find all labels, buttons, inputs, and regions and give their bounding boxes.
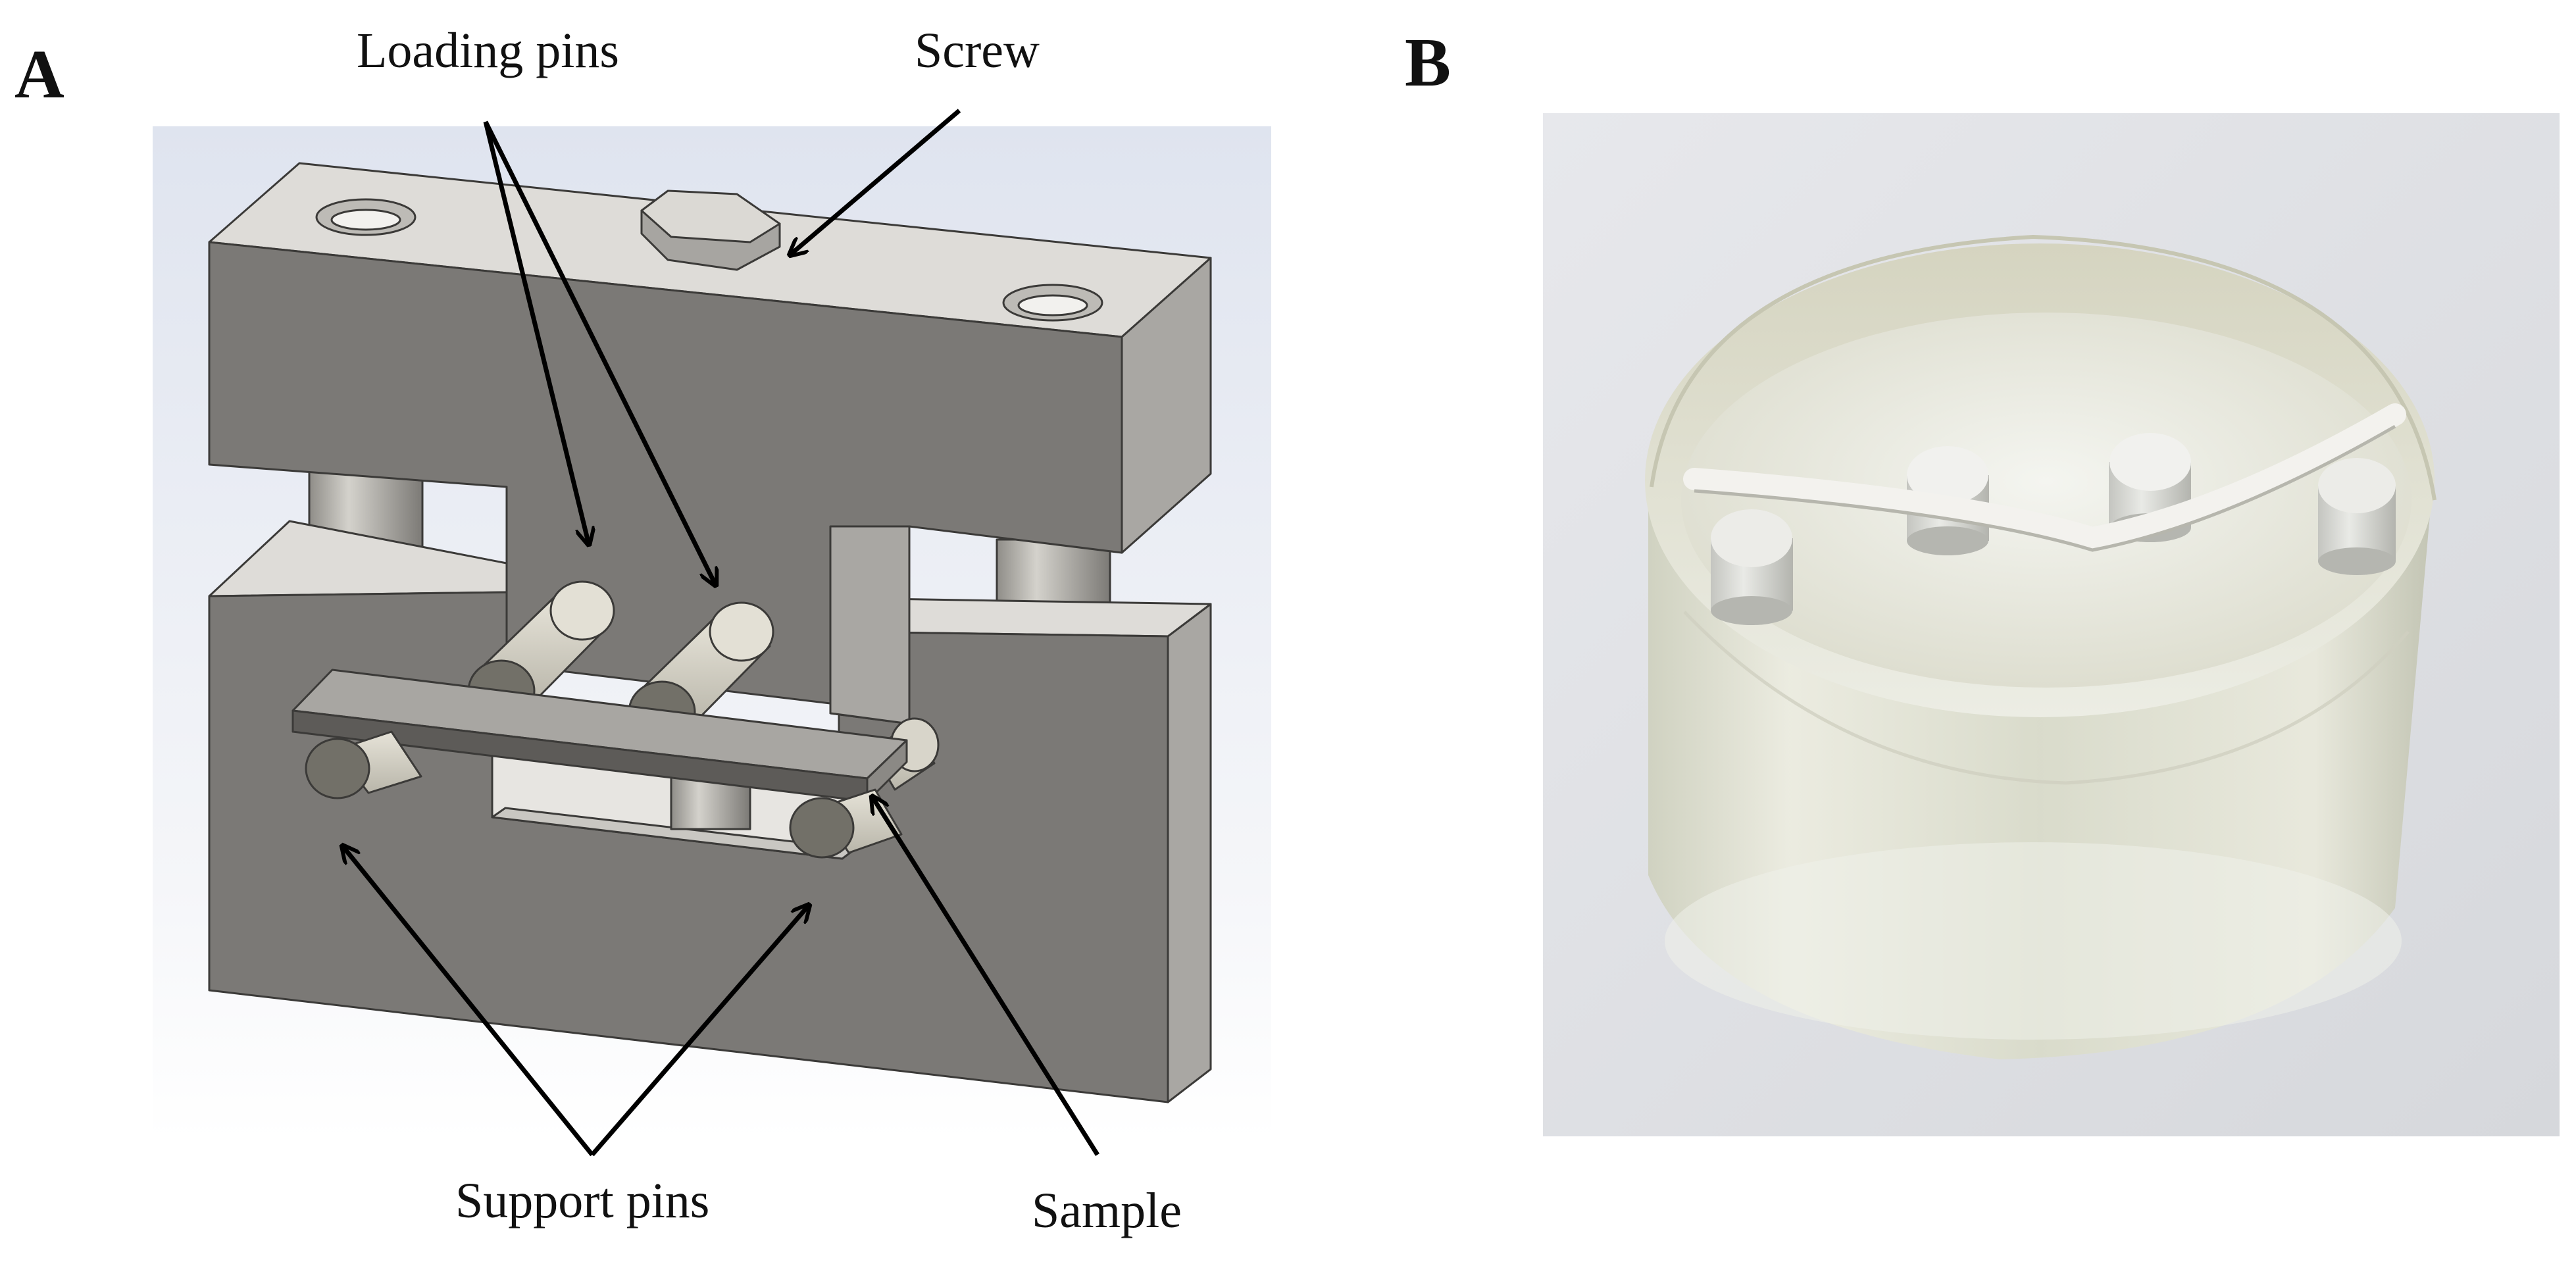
embedded-pin-1-top	[1711, 509, 1792, 567]
screw-head	[640, 190, 781, 271]
embedded-pin-4-base	[2318, 547, 2396, 575]
resin-specimen-photo	[1645, 234, 2437, 1059]
embedded-pin-3	[2109, 433, 2191, 542]
resin-front-edge	[1683, 611, 2410, 785]
embedded-pin-4	[2318, 458, 2396, 575]
bent-sample-strip	[1683, 403, 2406, 550]
label-loading-pins: Loading pins	[357, 23, 619, 78]
arrow-support-pin-left	[342, 846, 594, 1157]
support-pin-right-end	[789, 797, 855, 859]
support-pin-left	[305, 730, 422, 799]
arrow-sample	[872, 796, 1099, 1156]
embedded-pin-1	[1711, 509, 1793, 625]
arrow-support-pin-right	[590, 905, 809, 1157]
callout-arrows	[342, 109, 1099, 1157]
panel-b: B	[1405, 24, 2560, 1136]
support-pin-left-end	[305, 738, 370, 799]
label-sample: Sample	[1032, 1183, 1182, 1238]
embedded-pin-4-top	[2318, 458, 2396, 513]
notch-inner-side	[829, 525, 911, 725]
loading-pin-right-top-end	[709, 601, 774, 662]
embedded-pin-2-top	[1907, 446, 1988, 504]
fixture-model	[208, 162, 1212, 1103]
embedded-pin-2-base	[1907, 526, 1988, 555]
panel-a: A	[14, 23, 1271, 1238]
label-support-pins: Support pins	[455, 1173, 709, 1228]
arrow-screw	[790, 109, 961, 255]
resin-rim-edge	[1650, 234, 2437, 501]
resin-bottom-highlight	[1665, 842, 2402, 1040]
base-right-side	[1167, 603, 1212, 1103]
right-hole-inner	[1017, 294, 1088, 316]
resin-top-inner	[1681, 313, 2412, 688]
screw-hex-top	[640, 190, 781, 243]
label-screw: Screw	[915, 23, 1040, 78]
embedded-pin-1-base	[1711, 596, 1792, 625]
arrow-loading-pin-left	[483, 121, 589, 545]
loading-pin-left-top-end	[549, 580, 615, 641]
bent-sample-strip-edge	[1694, 424, 2396, 552]
embedded-pin-3-top	[2109, 433, 2191, 491]
panel-b-letter: B	[1405, 24, 1451, 101]
panel-a-letter: A	[14, 36, 64, 113]
arrow-loading-pin-right	[483, 120, 716, 586]
left-hole-inner	[330, 209, 401, 231]
sample-bar	[291, 669, 908, 803]
